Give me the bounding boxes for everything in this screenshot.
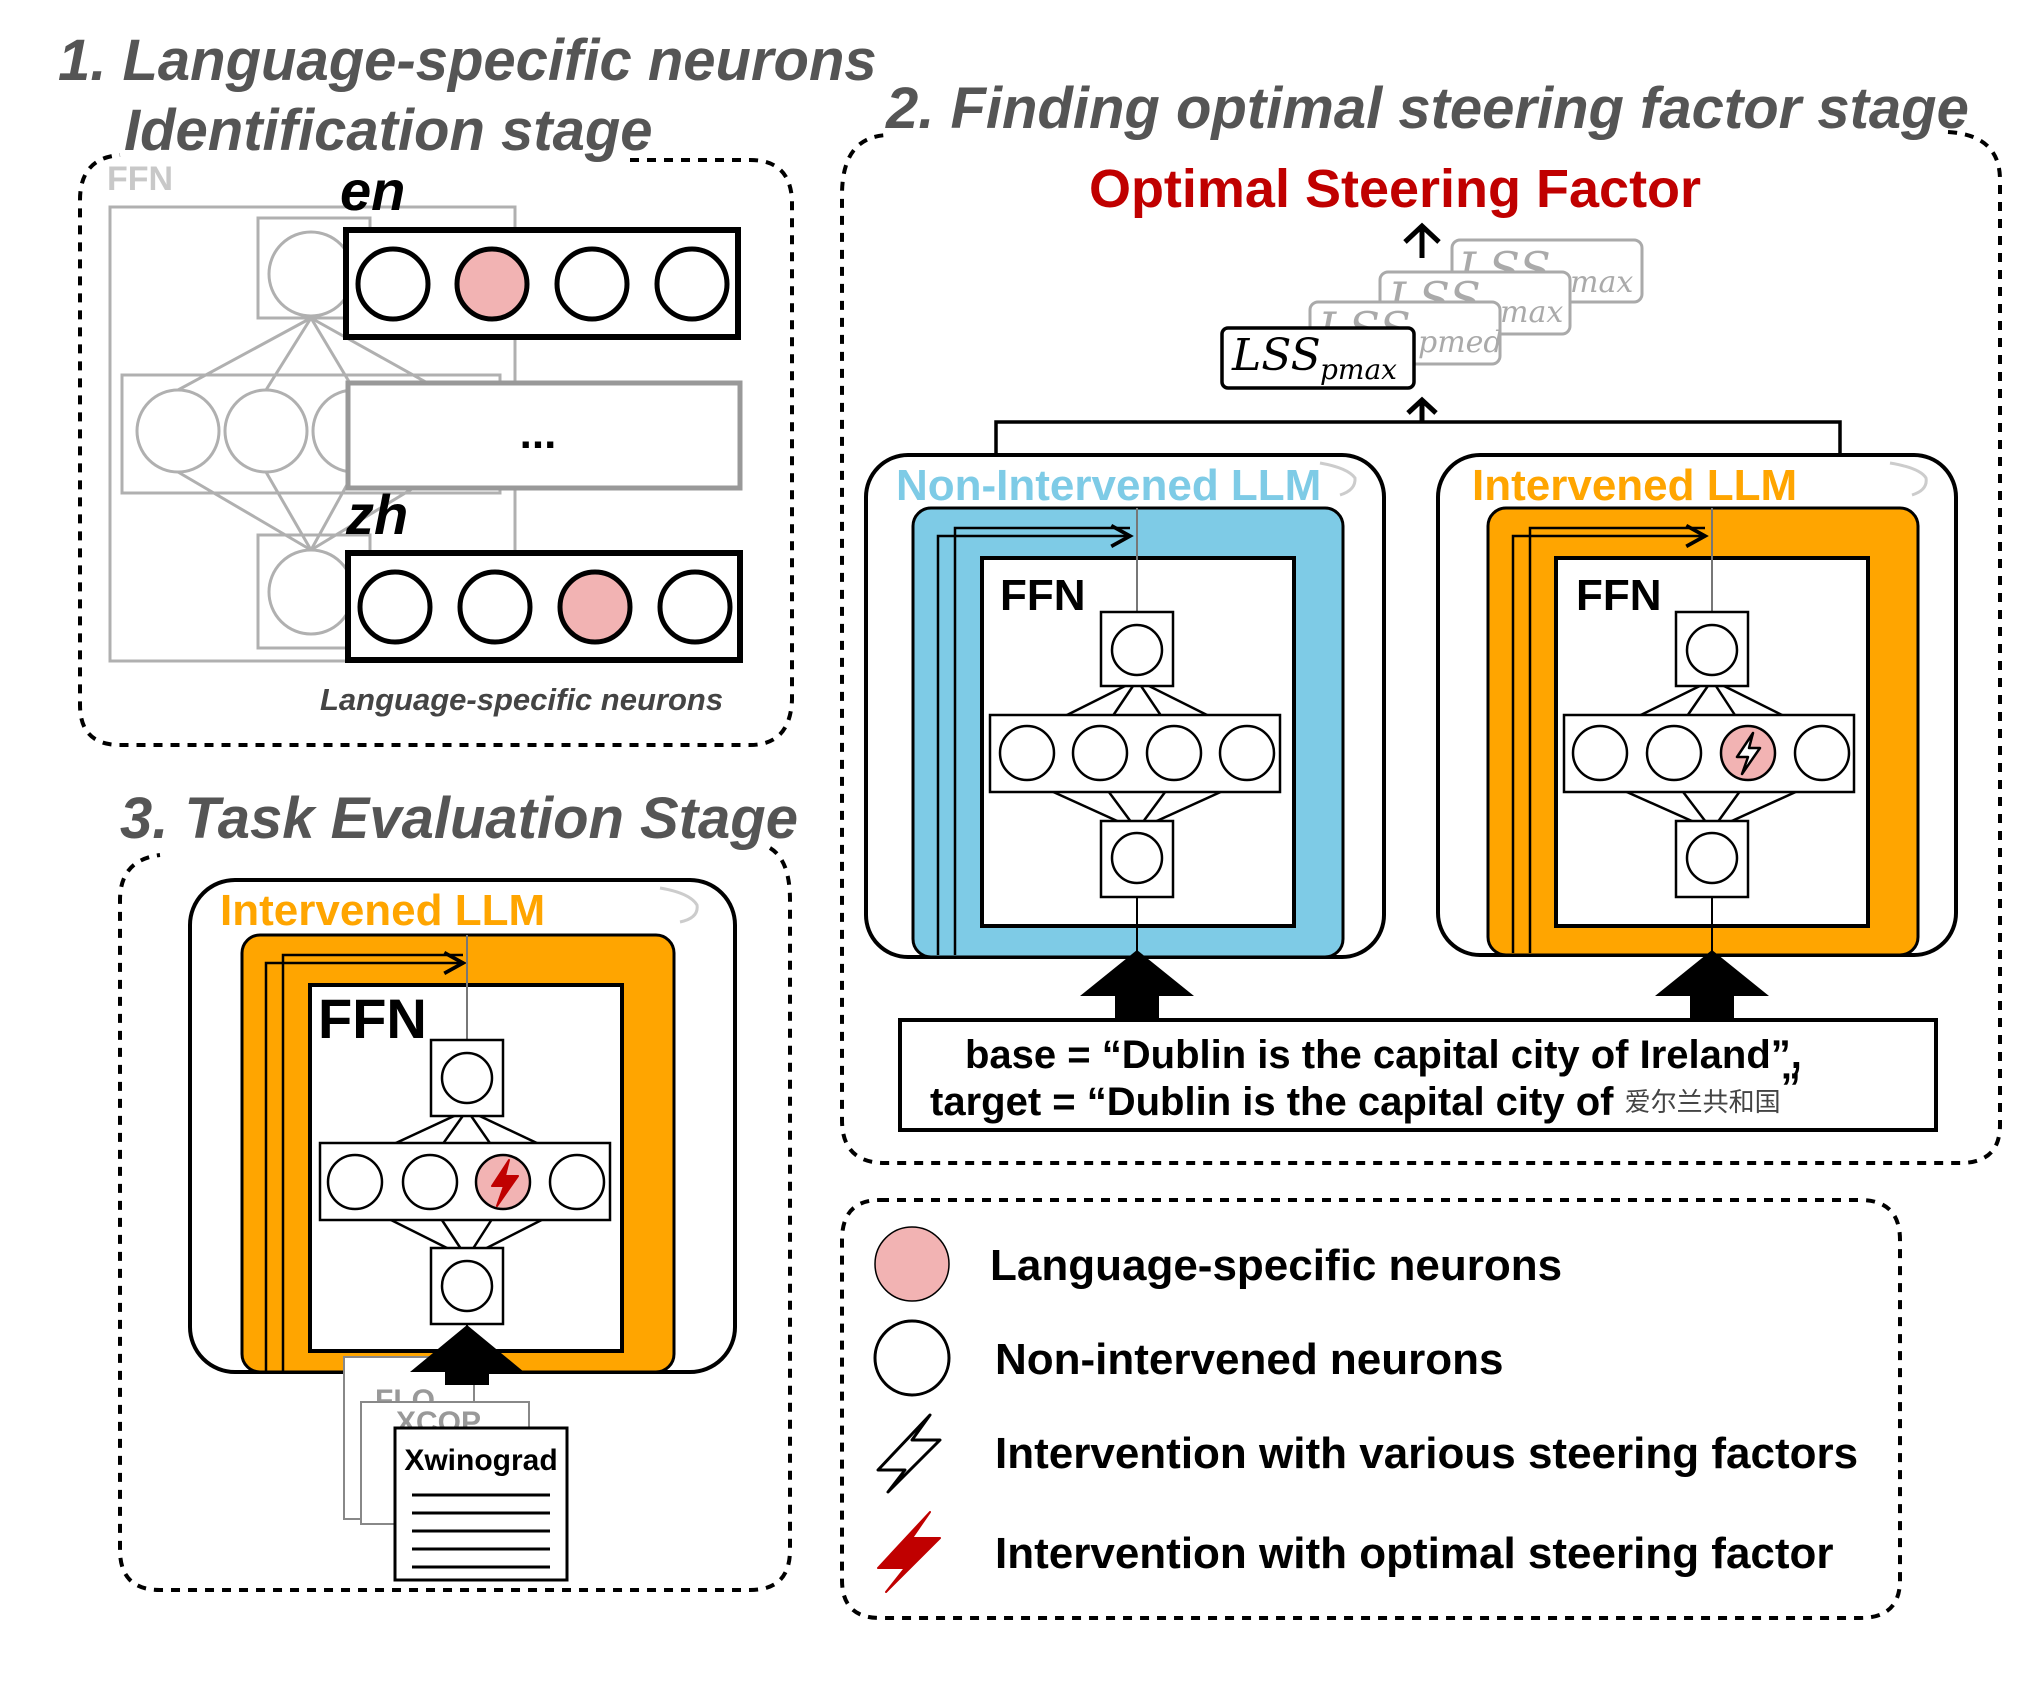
stage1-zh-neuron-row bbox=[345, 550, 743, 663]
neuron bbox=[554, 246, 630, 322]
stage1-title-line1: 1. Language-specific neurons bbox=[58, 28, 877, 93]
intervened-llm-label-right: Intervened LLM bbox=[1472, 461, 1797, 510]
red-lightning-icon bbox=[491, 1159, 519, 1207]
neuron bbox=[657, 569, 733, 645]
neuron bbox=[1145, 724, 1203, 782]
stage3-ffn-label: FFN bbox=[318, 987, 427, 1050]
up-arrow-top bbox=[1403, 222, 1441, 258]
ffn-network-right bbox=[1562, 610, 1856, 899]
ffn-label-left: FFN bbox=[1000, 571, 1086, 620]
doc-xwinograd bbox=[393, 1426, 569, 1582]
white-neuron-icon bbox=[873, 1319, 951, 1397]
neuron bbox=[548, 1153, 606, 1211]
neuron bbox=[357, 569, 433, 645]
optimal-steering-factor-label: Optimal Steering Factor bbox=[1089, 159, 1701, 219]
legend-item-language-specific: Language-specific neurons bbox=[990, 1241, 1562, 1290]
input-arrow-left bbox=[1080, 950, 1194, 1018]
stage1-ellipsis: ... bbox=[520, 409, 557, 458]
stage1-lang-zh: zh bbox=[345, 483, 408, 546]
legend-dashed-border bbox=[840, 1198, 1902, 1620]
neuron bbox=[998, 724, 1056, 782]
stage1-lang-en: en bbox=[340, 159, 405, 222]
stage1-en-neuron-row bbox=[343, 227, 741, 340]
dataset-documents: FLO XCOP Xwinograd bbox=[343, 1325, 569, 1582]
stage3-title: 3. Task Evaluation Stage bbox=[120, 786, 798, 851]
language-specific-neuron bbox=[557, 569, 633, 645]
svg-text:pmed: pmed bbox=[1418, 325, 1503, 360]
neuron bbox=[457, 569, 533, 645]
stage2-title: 2. Finding optimal steering factor stage bbox=[885, 76, 1969, 141]
ffn-label-right: FFN bbox=[1576, 571, 1662, 620]
target-prompt: target = “Dublin is the capital city of … bbox=[930, 1066, 1801, 1124]
non-intervened-llm-label: Non-Intervened LLM bbox=[896, 461, 1321, 510]
svg-text:max: max bbox=[1570, 265, 1633, 300]
stage3-dashed-border bbox=[118, 846, 792, 1592]
non-intervened-llm-box: Non-Intervened LLM FFN bbox=[864, 453, 1386, 959]
stage1-panel: 1. Language-specific neurons Identificat… bbox=[58, 28, 877, 747]
stage1-title-line2: Identification stage bbox=[124, 98, 653, 163]
up-arrow-lss bbox=[1406, 396, 1438, 422]
merge-connector bbox=[994, 420, 1842, 460]
neuron bbox=[1571, 724, 1629, 782]
stage1-ffn-label: FFN bbox=[107, 160, 173, 198]
lss-card-stack: LSS max LSS max LSS pmed LSS pmax bbox=[1220, 238, 1644, 390]
neuron bbox=[1071, 724, 1129, 782]
neuron bbox=[401, 1153, 459, 1211]
stage3-panel: 3. Task Evaluation Stage Intervened LLM … bbox=[118, 786, 798, 1592]
stage3-ffn-network bbox=[318, 1038, 612, 1326]
stage1-ellipsis-row: ... bbox=[345, 380, 743, 491]
language-specific-neuron bbox=[454, 246, 530, 322]
outline-lightning-icon bbox=[1735, 731, 1762, 776]
input-arrow-right bbox=[1655, 950, 1769, 1018]
base-prompt: base = “Dublin is the capital city of Ir… bbox=[965, 1033, 1802, 1077]
legend-panel: Language-specific neurons Non-intervened… bbox=[840, 1198, 1902, 1620]
neuron bbox=[1793, 724, 1851, 782]
neuron bbox=[355, 246, 431, 322]
svg-text:pmax: pmax bbox=[1320, 353, 1397, 386]
lss-card-main: LSS pmax bbox=[1220, 326, 1416, 390]
stage3-intervened-llm-label: Intervened LLM bbox=[220, 886, 545, 935]
stage2-panel: 2. Finding optimal steering factor stage… bbox=[840, 76, 2002, 1165]
stage1-dashed-border bbox=[78, 153, 794, 747]
ffn-network-left bbox=[988, 610, 1282, 899]
neuron bbox=[1645, 724, 1703, 782]
stage2-dashed-border bbox=[840, 130, 2002, 1165]
intervened-llm-box: Intervened LLM FFN bbox=[1436, 453, 1958, 957]
legend-item-optimal-factor: Intervention with optimal steering facto… bbox=[995, 1529, 1834, 1578]
stage3-intervened-llm-box: Intervened LLM FFN bbox=[188, 878, 737, 1374]
outline-lightning-icon bbox=[876, 1413, 942, 1494]
neuron bbox=[326, 1153, 384, 1211]
stage1-caption: Language-specific neurons bbox=[320, 682, 723, 717]
legend-item-various-factors: Intervention with various steering facto… bbox=[995, 1429, 1858, 1478]
neuron bbox=[1218, 724, 1276, 782]
stage3-input-arrow bbox=[410, 1325, 524, 1385]
prompt-box: base = “Dublin is the capital city of Ir… bbox=[898, 1018, 1938, 1132]
red-lightning-icon bbox=[877, 1511, 941, 1593]
legend-item-non-intervened: Non-intervened neurons bbox=[995, 1335, 1504, 1384]
neuron bbox=[654, 246, 730, 322]
svg-text:max: max bbox=[1500, 295, 1563, 330]
doc-xwinograd-label: Xwinograd bbox=[404, 1444, 557, 1477]
svg-text:LSS: LSS bbox=[1231, 330, 1321, 381]
pink-neuron-icon bbox=[874, 1226, 950, 1302]
